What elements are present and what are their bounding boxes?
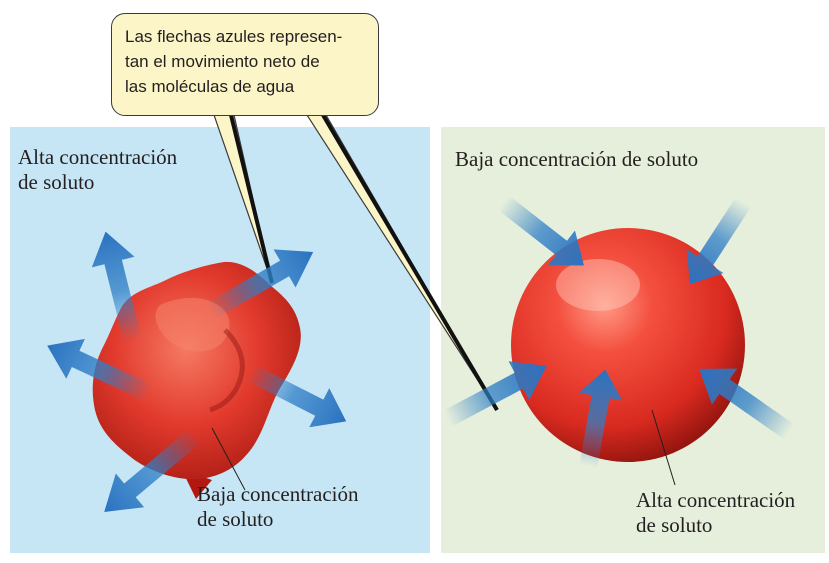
- left-bottom-line-2: de soluto: [197, 507, 274, 531]
- right-bottom-line-2: de soluto: [636, 513, 713, 537]
- right-low-solute-label: Baja concentración de soluto: [455, 147, 699, 171]
- callout-line-3: las moléculas de agua: [125, 77, 295, 96]
- callout-line-1: Las flechas azules represen-: [125, 27, 343, 46]
- right-bottom-line-1: Alta concentración: [636, 488, 796, 512]
- left-low-solute-label: Baja concentración de soluto: [197, 482, 359, 532]
- shrunken-red-blood-cell: [92, 261, 301, 499]
- swollen-red-blood-cell: [511, 228, 745, 462]
- left-top-line-2: de soluto: [18, 170, 95, 194]
- left-high-solute-label: Alta concentración de soluto: [18, 145, 177, 195]
- left-top-line-1: Alta concentración: [18, 145, 178, 169]
- left-bottom-line-1: Baja concentración: [197, 482, 359, 506]
- callout-line-2: tan el movimiento neto de: [125, 52, 320, 71]
- callout: Las flechas azules represen- tan el movi…: [111, 13, 379, 116]
- leader-line-left: [211, 427, 246, 491]
- right-high-solute-label: Alta concentración de soluto: [636, 488, 795, 538]
- leader-line-right: [651, 409, 676, 486]
